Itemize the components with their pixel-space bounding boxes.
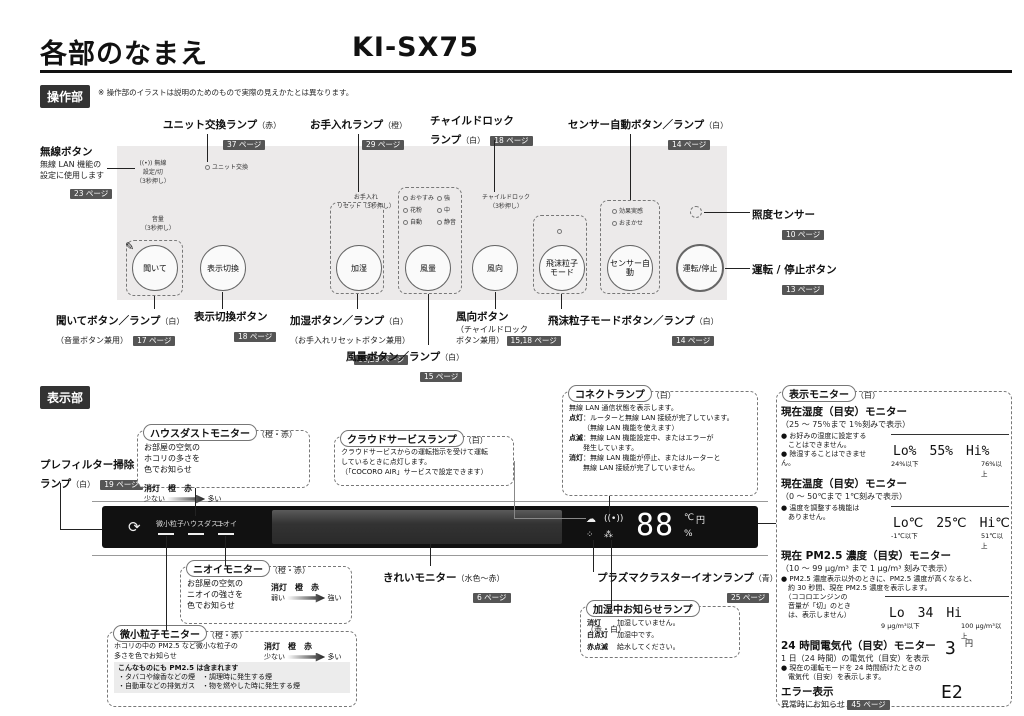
humidity-monitor: 現在湿度（目安）モニター （25 ～ 75％まで 1％刻みで表示） ● お好みの… [781, 404, 1009, 478]
housedust-box: ハウスダストモニター（橙・赤） お部屋の空気のホコリの多さを色でお知らせ 消灯 … [137, 424, 310, 504]
water-notice-box: 加湿中お知らせランプ（赤・白） 消灯加湿していません。 白点灯加湿中です。 赤点… [580, 600, 740, 658]
connect-icon: ((•)) [604, 514, 624, 524]
cloud-icon: ☁ [586, 514, 596, 525]
display-switch-callout: 表示切換ボタン 18 ページ [194, 309, 277, 343]
odor-lamp [218, 533, 234, 535]
fan-lamps-right: 強 中 静音 [437, 193, 456, 229]
childlock-label: チャイルドロック（3秒押し） [482, 194, 530, 210]
odor-label: ニオイ [216, 520, 237, 528]
listen-button[interactable]: 聞いて [132, 245, 178, 291]
fine-particle-box: 微小粒子モニター（橙・赤） ホコリの中の PM2.5 など微小な粒子の多さを色で… [107, 625, 357, 707]
sensor-callout: センサー自動ボタン／ランプ（白） 14 ページ [568, 119, 729, 150]
ops-note: ※ 操作部のイラストは説明のためのもので実際の見えかたとは異なります。 [98, 88, 354, 97]
humidify-callout: 加湿ボタン／ランプ（白） （お手入れリセットボタン兼用） 16,29 ページ [290, 315, 410, 365]
odor-scale-arrow [287, 593, 326, 603]
sensor-group [600, 200, 660, 294]
unit-percent: % [684, 529, 693, 539]
unit-lamp-label: ユニット交換 [205, 162, 248, 171]
fan-group [398, 187, 462, 294]
direction-callout: 風向ボタン （チャイルドロック ボタン兼用） 15,18 ページ [456, 309, 561, 346]
display-section-label: 表示部 [40, 386, 91, 409]
connect-box: コネクトランプ（白） 無線 LAN 通信状態を表示します。 点灯：ルーターと無線… [562, 385, 758, 496]
model-name: KI-SX75 [352, 32, 480, 63]
wifi-icon: ((•)) [139, 160, 153, 167]
humidifying-icon: ⁂ [604, 530, 613, 540]
page-title: 各部のなまえ [40, 39, 208, 70]
humid-group [330, 202, 384, 294]
direction-button[interactable]: 風向 [472, 245, 518, 291]
mist-callout: 飛沫粒子モードボタン／ランプ（白） 14 ページ [548, 315, 719, 346]
sensor-auto-button[interactable]: センサー自動 [607, 245, 653, 291]
prefilter-icon: ⟳ [128, 518, 141, 536]
volume-label: 音量（3秒押し） [141, 216, 175, 232]
monitor-panel: 表示モニター（白） 現在湿度（目安）モニター （25 ～ 75％まで 1％刻みで… [776, 385, 1012, 710]
light-sensor-callout: 照度センサー 10 ページ [752, 207, 825, 241]
mist-mode-button[interactable]: 飛沫粒子モード [539, 245, 585, 291]
fan-lamps-left: おやすみ 花粉 自動 [403, 193, 434, 229]
pencil-icon: ✎ [125, 240, 135, 253]
wireless-button-label: ((•)) 無線 設定/切 （3秒押し） [136, 160, 170, 185]
temperature-monitor: 現在温度（目安）モニター （0 ～ 50℃まで 1℃刻みで表示） ● 温度を調整… [781, 478, 1010, 550]
childlock-callout: チャイルドロック ランプ（白） 18 ページ [430, 113, 533, 147]
display-switch-button[interactable]: 表示切換 [200, 245, 246, 291]
unit-lamp-callout: ユニット交換ランプ（赤） 37 ページ [163, 119, 282, 150]
sensor-lamps: 効果実感 おまかせ [612, 206, 643, 230]
error-display: エラー表示 異常時にお知らせ 45 ページ E2 [781, 682, 963, 710]
fine-particle-lamp [158, 533, 174, 535]
clean-monitor-callout: きれいモニター（水色～赤） 6 ページ [383, 566, 511, 604]
housedust-lamp [188, 533, 204, 535]
cloud-box: クラウドサービスランプ（白） クラウドサービスからの運転指示を受けて運転している… [334, 430, 514, 486]
mist-lamp [557, 221, 564, 240]
plasmacluster-callout: プラズマクラスターイオンランプ（青） 25 ページ [597, 572, 778, 603]
listen-callout: 聞いてボタン／ランプ（白） （音量ボタン兼用） 17 ページ [56, 315, 185, 346]
plasmacluster-icon: ⁘ [586, 530, 594, 540]
electricity-monitor: 24 時間電気代（目安）モニター 1 日（24 時間）の電気代（目安）を表示 ●… [781, 638, 973, 681]
seven-seg-display: 88 [636, 508, 675, 543]
fan-callout: 風量ボタン／ランプ（白） 15 ページ [346, 351, 465, 382]
light-sensor [690, 206, 702, 218]
humidify-button[interactable]: 加湿 [336, 245, 382, 291]
unit-celsius: ℃ [684, 513, 695, 523]
fine-scale-arrow [287, 652, 326, 662]
fine-particle-label: 微小粒子 [156, 520, 184, 528]
fan-button[interactable]: 風量 [405, 245, 451, 291]
ops-section-label: 操作部 [40, 85, 91, 108]
listen-group [126, 240, 183, 296]
mist-group [533, 215, 587, 294]
wireless-callout: 無線ボタン 無線 LAN 機能の 設定に使用します 23 ページ [40, 144, 113, 200]
care-lamp-callout: お手入れランプ（橙） 29 ページ [310, 119, 408, 150]
prefilter-callout: プレフィルター掃除 ランプ（白） 19 ページ [40, 457, 143, 491]
power-callout: 運転 / 停止ボタン 13 ページ [752, 264, 837, 295]
care-lamp-label: お手入れリセット（3秒押し） [337, 194, 395, 210]
clean-monitor-bar [272, 510, 562, 544]
power-button[interactable]: 運転/停止 [676, 244, 724, 292]
housedust-label: ハウスダスト [183, 520, 225, 528]
title-rule [40, 70, 1012, 73]
housedust-scale-arrow [167, 494, 206, 504]
pm25-monitor: 現在 PM2.5 濃度（目安）モニター （10 ～ 99 μg/m³ まで 1 … [781, 548, 1009, 640]
odor-box: ニオイモニター（橙・赤） お部屋の空気のニオイの強さを色でお知らせ 消灯 橙 赤… [180, 560, 352, 624]
unit-yen: 円 [696, 516, 706, 526]
